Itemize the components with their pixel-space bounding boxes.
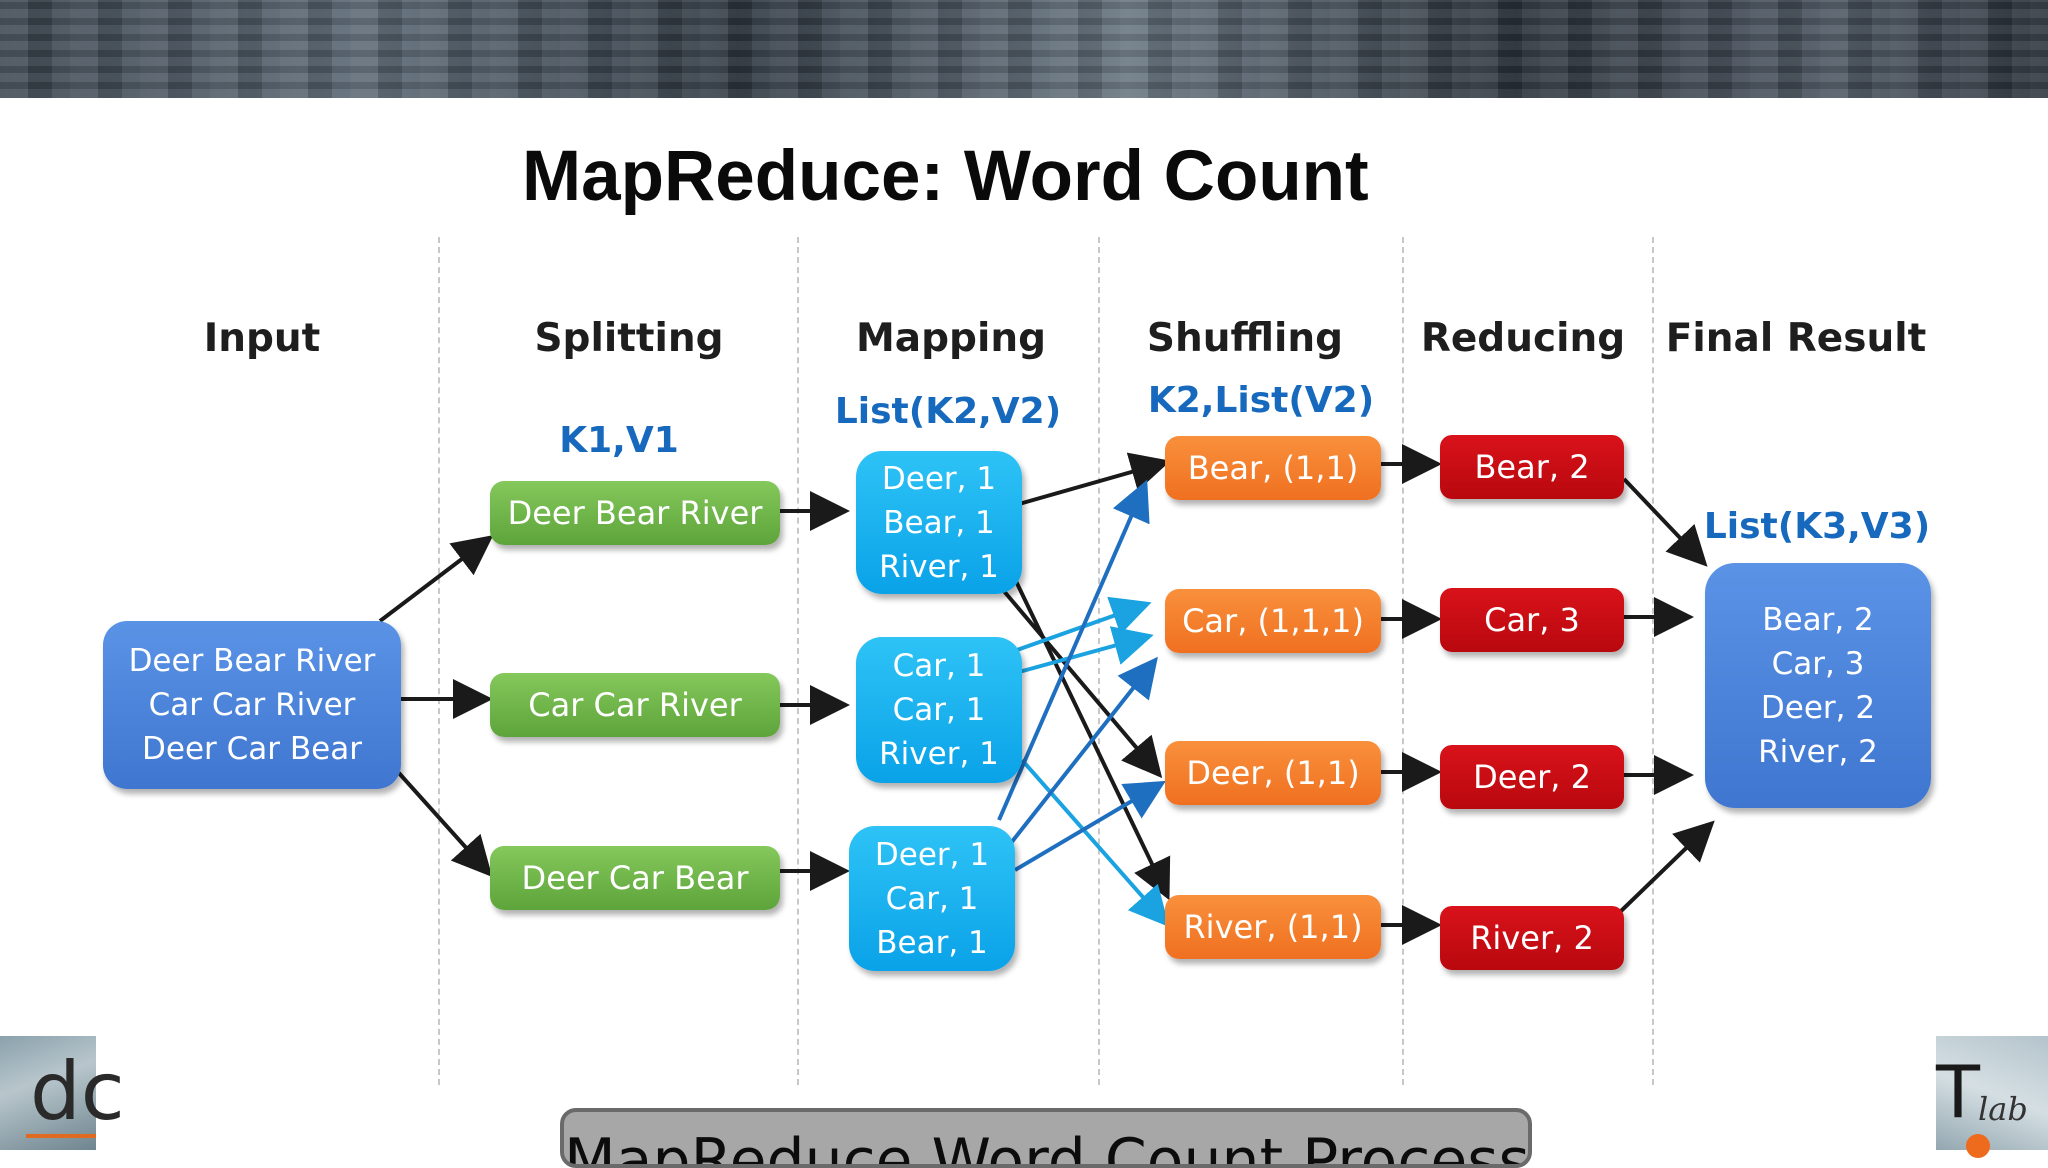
final-pair: River, 2	[1758, 733, 1878, 770]
channel-logo-right: T lab	[1936, 1036, 2048, 1158]
reduce-box-deer: Deer, 2	[1440, 745, 1624, 809]
map-pair: Car, 1	[892, 692, 986, 728]
final-pair: Deer, 2	[1760, 689, 1876, 726]
column-heading-shuffling: Shuffling	[1146, 316, 1344, 361]
split-box-1: Deer Bear River	[490, 481, 780, 545]
shuffle-box-deer: Deer, (1,1)	[1165, 741, 1381, 805]
arrow-input-to-split-3	[396, 770, 493, 877]
logo-underline	[26, 1134, 96, 1138]
column-heading-mapping: Mapping	[855, 316, 1047, 361]
shuffle-text: Deer, (1,1)	[1186, 754, 1360, 792]
reduce-box-river: River, 2	[1440, 906, 1624, 970]
arrow-map2-car-b	[1018, 626, 1154, 674]
column-heading-splitting: Splitting	[534, 316, 724, 361]
reduce-box-car: Car, 3	[1440, 588, 1624, 652]
caption-text: MapReduce Word Count Process	[564, 1126, 1530, 1168]
shuffle-text: Bear, (1,1)	[1187, 449, 1359, 487]
kv-label-shuffling: K2,List(V2)	[1147, 380, 1375, 421]
column-heading-final-result: Final Result	[1665, 316, 1927, 361]
reduce-text: Deer, 2	[1473, 758, 1591, 796]
logo-left-text: dc	[30, 1045, 125, 1138]
column-heading-input: Input	[203, 316, 321, 361]
map-pair: Deer, 1	[881, 460, 997, 497]
column-divider	[1098, 237, 1100, 1085]
arrow-map3-bear	[997, 479, 1150, 821]
split-text: Deer Bear River	[507, 494, 763, 532]
reduce-text: River, 2	[1470, 919, 1594, 957]
shuffle-box-river: River, (1,1)	[1165, 895, 1381, 959]
logo-right-sub: lab	[1978, 1090, 2028, 1128]
reduce-box-bear: Bear, 2	[1440, 435, 1624, 499]
arrow-map1-deer	[1001, 588, 1163, 779]
final-pair: Car, 3	[1771, 645, 1865, 682]
shuffle-box-car: Car, (1,1,1)	[1165, 589, 1381, 653]
arrow-map1-bear	[1018, 452, 1171, 506]
map-pair: Bear, 1	[876, 924, 988, 961]
column-divider	[1402, 237, 1404, 1085]
arrow-reduce-to-final-1	[1622, 477, 1708, 567]
arrow-input-to-split-1	[378, 535, 494, 623]
channel-logo-left: dc	[0, 1036, 125, 1150]
split-box-3: Deer Car Bear	[490, 846, 780, 910]
caption-bar: MapReduce Word Count Process	[560, 1108, 1532, 1168]
arrow-map2-car-a	[1016, 596, 1152, 652]
map-pair: River, 1	[879, 548, 999, 585]
split-box-2: Car Car River	[490, 673, 780, 737]
header-banner	[0, 0, 2048, 98]
arrow-map3-deer	[1013, 780, 1166, 872]
arrow-map2-river	[1020, 758, 1170, 927]
kv-label-final: List(K3,V3)	[1703, 506, 1931, 547]
input-box: Deer Bear River Car Car River Deer Car B…	[103, 621, 401, 789]
kv-label-splitting: K1,V1	[559, 420, 679, 461]
kv-label-mapping: List(K2,V2)	[834, 391, 1062, 432]
shuffle-text: River, (1,1)	[1183, 908, 1363, 946]
logo-dot-icon	[1966, 1134, 1990, 1158]
split-text: Deer Car Bear	[521, 859, 749, 897]
reduce-text: Car, 3	[1484, 601, 1580, 639]
final-result-box: Bear, 2 Car, 3 Deer, 2 River, 2	[1705, 563, 1931, 808]
column-divider	[1652, 237, 1654, 1085]
shuffle-text: Car, (1,1,1)	[1182, 602, 1364, 640]
map-pair: River, 1	[879, 736, 999, 772]
arrow-map1-river	[1011, 574, 1171, 901]
final-pair: Bear, 2	[1762, 601, 1874, 638]
map-pair: Car, 1	[885, 880, 979, 917]
map-box-2: Car, 1 Car, 1 River, 1	[856, 637, 1022, 783]
column-divider	[438, 237, 440, 1085]
map-pair: Bear, 1	[883, 504, 995, 541]
split-text: Car Car River	[528, 686, 742, 724]
logo-right-text: T	[1936, 1050, 1980, 1134]
map-pair: Car, 1	[892, 648, 986, 684]
column-divider	[797, 237, 799, 1085]
shuffle-box-bear: Bear, (1,1)	[1165, 436, 1381, 500]
slide-title: MapReduce: Word Count	[522, 137, 1369, 216]
map-box-1: Deer, 1 Bear, 1 River, 1	[856, 451, 1022, 594]
reduce-text: Bear, 2	[1474, 448, 1590, 486]
column-heading-reducing: Reducing	[1420, 316, 1626, 361]
map-pair: Deer, 1	[874, 836, 990, 873]
input-line: Deer Car Bear	[142, 731, 362, 767]
arrow-map3-car	[1009, 656, 1158, 845]
input-line: Deer Bear River	[128, 643, 376, 679]
arrow-reduce-to-final-4	[1618, 820, 1715, 914]
input-line: Car Car River	[148, 687, 356, 723]
map-box-3: Deer, 1 Car, 1 Bear, 1	[849, 826, 1015, 971]
